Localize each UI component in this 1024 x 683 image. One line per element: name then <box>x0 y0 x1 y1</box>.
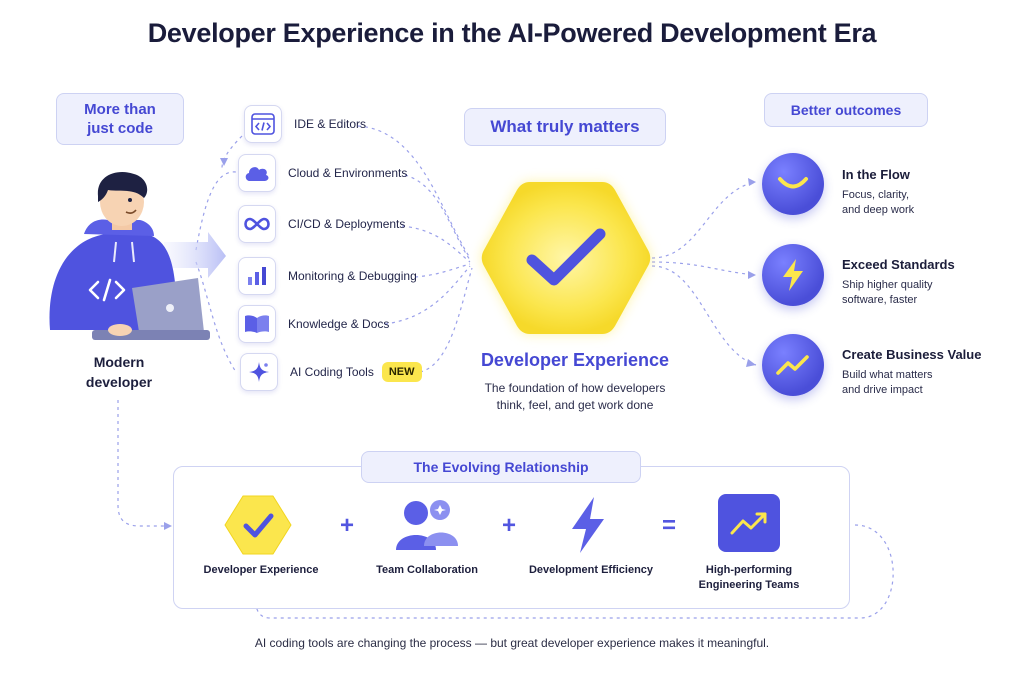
outcome-flow-desc: Focus, clarity, and deep work <box>842 188 992 218</box>
tool-label-ai: AI Coding Tools <box>290 365 374 379</box>
dx-desc-line2: think, feel, and get work done <box>496 398 654 412</box>
tool-label-ide: IDE & Editors <box>294 117 367 131</box>
outcome-business-circle <box>762 334 824 396</box>
equals-sign: = <box>662 512 677 539</box>
outcome-business-desc1: Build what matters <box>842 369 933 381</box>
plus-sign-1: + <box>340 512 355 539</box>
tool-cloud-environments: Cloud & Environments <box>238 154 408 192</box>
evolving-label-team: Team Collaboration <box>376 564 478 576</box>
more-than-line1: More than <box>84 101 156 118</box>
tool-label-knowledge: Knowledge & Docs <box>288 317 390 331</box>
tool-monitoring-debugging: Monitoring & Debugging <box>238 257 417 295</box>
evolving-label-efficiency: Development Efficiency <box>528 564 654 576</box>
outcome-flow-title: In the Flow <box>842 167 910 182</box>
what-matters-pill: What truly matters <box>464 108 666 146</box>
tool-label-cicd: CI/CD & Deployments <box>288 217 406 231</box>
checkmark-icon <box>526 228 606 286</box>
bar-chart-icon <box>238 257 276 295</box>
outcome-flow-circle <box>762 153 824 215</box>
evolving-label-teams-line2: Engineering Teams <box>698 579 800 591</box>
outcome-standards-title: Exceed Standards <box>842 257 955 272</box>
better-outcomes-pill: Better outcomes <box>764 93 928 127</box>
outcome-standards-desc1: Ship higher quality <box>842 279 933 291</box>
smile-icon <box>778 177 808 189</box>
developer-illustration <box>49 172 226 340</box>
outcome-standards-circle <box>762 244 824 306</box>
more-than-line2: just code <box>87 120 153 137</box>
outcome-business-desc: Build what matters and drive impact <box>842 368 992 398</box>
evolving-label-teams-line1: High-performing <box>705 564 793 576</box>
tool-ide-editors: IDE & Editors <box>244 105 367 143</box>
developer-caption-line1: Modern <box>93 354 145 370</box>
more-than-code-pill: More than just code <box>56 93 184 145</box>
footer-note: AI coding tools are changing the process… <box>254 636 770 650</box>
outcome-flow-desc2: and deep work <box>842 204 915 216</box>
tool-cicd-deployments: CI/CD & Deployments <box>238 205 406 243</box>
outcome-standards-desc: Ship higher quality software, faster <box>842 278 992 308</box>
open-book-icon <box>238 305 276 343</box>
developer-caption: Modern developer <box>54 352 184 392</box>
plus-sign-2: + <box>502 512 517 539</box>
page-title: Developer Experience in the AI-Powered D… <box>147 18 877 48</box>
infinity-icon <box>238 205 276 243</box>
new-badge: NEW <box>381 362 422 382</box>
evolving-label-teams: High-performing Engineering Teams <box>674 563 824 593</box>
high-performing-trend-icon <box>718 494 780 552</box>
checkmark-hexagon-icon <box>222 493 294 557</box>
code-brackets-icon <box>88 278 126 302</box>
tool-knowledge-docs: Knowledge & Docs <box>238 305 390 343</box>
evolving-relationship-pill: The Evolving Relationship <box>361 451 641 483</box>
developer-experience-hexagon <box>481 182 651 334</box>
outcome-flow-desc1: Focus, clarity, <box>842 189 910 201</box>
cloud-icon <box>238 154 276 192</box>
outcome-standards-desc2: software, faster <box>842 294 918 306</box>
people-icon <box>394 496 460 552</box>
developer-experience-title: Developer Experience <box>480 350 670 370</box>
outcome-business-desc2: and drive impact <box>842 384 923 396</box>
dx-desc-line1: The foundation of how developers <box>484 381 666 395</box>
outcome-business-title: Create Business Value <box>842 347 982 362</box>
tool-label-cloud: Cloud & Environments <box>288 166 408 180</box>
developer-caption-line2: developer <box>85 374 153 390</box>
code-window-icon <box>244 105 282 143</box>
lightning-icon <box>783 259 803 291</box>
tool-ai-coding: AI Coding Tools NEW <box>240 353 422 391</box>
sparkle-icon <box>240 353 278 391</box>
trend-up-icon <box>776 355 809 375</box>
tool-label-monitoring: Monitoring & Debugging <box>288 269 417 283</box>
evolving-label-dx: Developer Experience <box>203 564 319 576</box>
developer-experience-description: The foundation of how developers think, … <box>440 380 710 414</box>
efficiency-lightning-icon <box>566 494 610 556</box>
